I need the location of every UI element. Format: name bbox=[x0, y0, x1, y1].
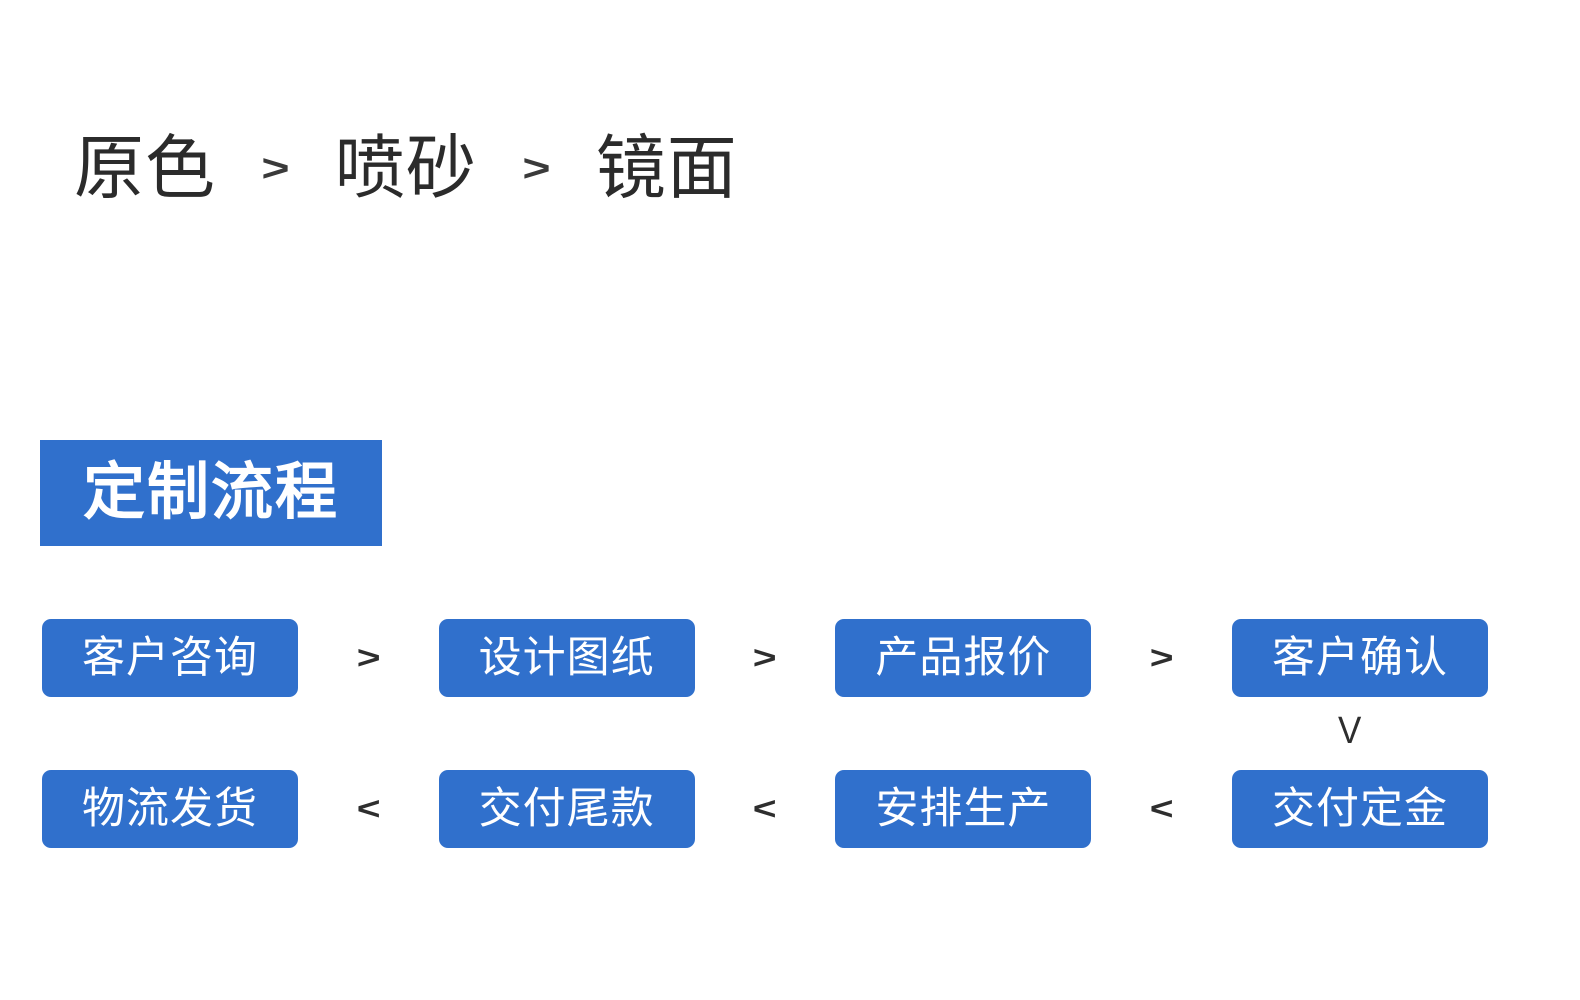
flow-step-label: 产品报价 bbox=[875, 633, 1052, 682]
flow-step-product-quotation[interactable]: 产品报价 bbox=[835, 619, 1092, 697]
flow-step-arrange-production[interactable]: 安排生产 bbox=[835, 770, 1092, 848]
arrow-left-icon: < bbox=[1091, 770, 1232, 848]
arrow-right-glyph: > bbox=[1149, 640, 1174, 676]
chevron-right-icon: > bbox=[261, 146, 290, 190]
process-flow-row-1: 客户咨询 > 设计图纸 > 产品报价 > 客户确认 bbox=[42, 619, 1489, 697]
arrow-left-glyph: < bbox=[753, 791, 777, 827]
flow-step-deposit-payment[interactable]: 交付定金 bbox=[1232, 770, 1489, 848]
flow-step-customer-confirmation[interactable]: 客户确认 bbox=[1232, 619, 1489, 697]
flow-step-design-drawing[interactable]: 设计图纸 bbox=[438, 619, 695, 697]
arrow-right-icon: > bbox=[695, 619, 836, 697]
arrow-left-icon: < bbox=[695, 770, 836, 848]
flow-step-label: 交付定金 bbox=[1272, 784, 1449, 833]
flow-step-label: 物流发货 bbox=[82, 784, 258, 833]
flow-step-label: 交付尾款 bbox=[478, 784, 655, 833]
section-heading-label: 定制流程 bbox=[82, 458, 339, 527]
flow-step-label: 客户咨询 bbox=[82, 633, 258, 682]
arrow-left-glyph: < bbox=[1149, 791, 1174, 827]
flow-step-label: 设计图纸 bbox=[478, 633, 655, 682]
finish-option-pensha[interactable]: 喷砂 bbox=[334, 129, 477, 207]
flow-step-label: 安排生产 bbox=[875, 784, 1052, 833]
chevron-right-icon: > bbox=[522, 146, 551, 190]
arrow-left-icon: < bbox=[298, 770, 439, 848]
arrow-left-glyph: < bbox=[356, 791, 381, 827]
flow-step-logistics-shipping[interactable]: 物流发货 bbox=[42, 770, 298, 848]
arrow-down-icon: V bbox=[1222, 700, 1478, 762]
arrow-right-glyph: > bbox=[356, 640, 381, 676]
process-flow-row-2: 物流发货 < 交付尾款 < 安排生产 < 交付定金 bbox=[42, 770, 1489, 848]
finish-options-row: 原色 > 喷砂 > 镜面 bbox=[74, 118, 738, 218]
section-heading-custom-process: 定制流程 bbox=[40, 440, 382, 546]
arrow-down-glyph: V bbox=[1338, 710, 1362, 752]
arrow-right-glyph: > bbox=[753, 640, 777, 676]
flow-step-final-payment[interactable]: 交付尾款 bbox=[438, 770, 695, 848]
finish-option-yuanse[interactable]: 原色 bbox=[74, 129, 216, 207]
arrow-right-icon: > bbox=[1091, 619, 1232, 697]
flow-step-customer-inquiry[interactable]: 客户咨询 bbox=[42, 619, 298, 697]
arrow-right-icon: > bbox=[298, 619, 439, 697]
flow-step-label: 客户确认 bbox=[1272, 633, 1449, 682]
finish-option-jingmian[interactable]: 镜面 bbox=[595, 129, 738, 207]
